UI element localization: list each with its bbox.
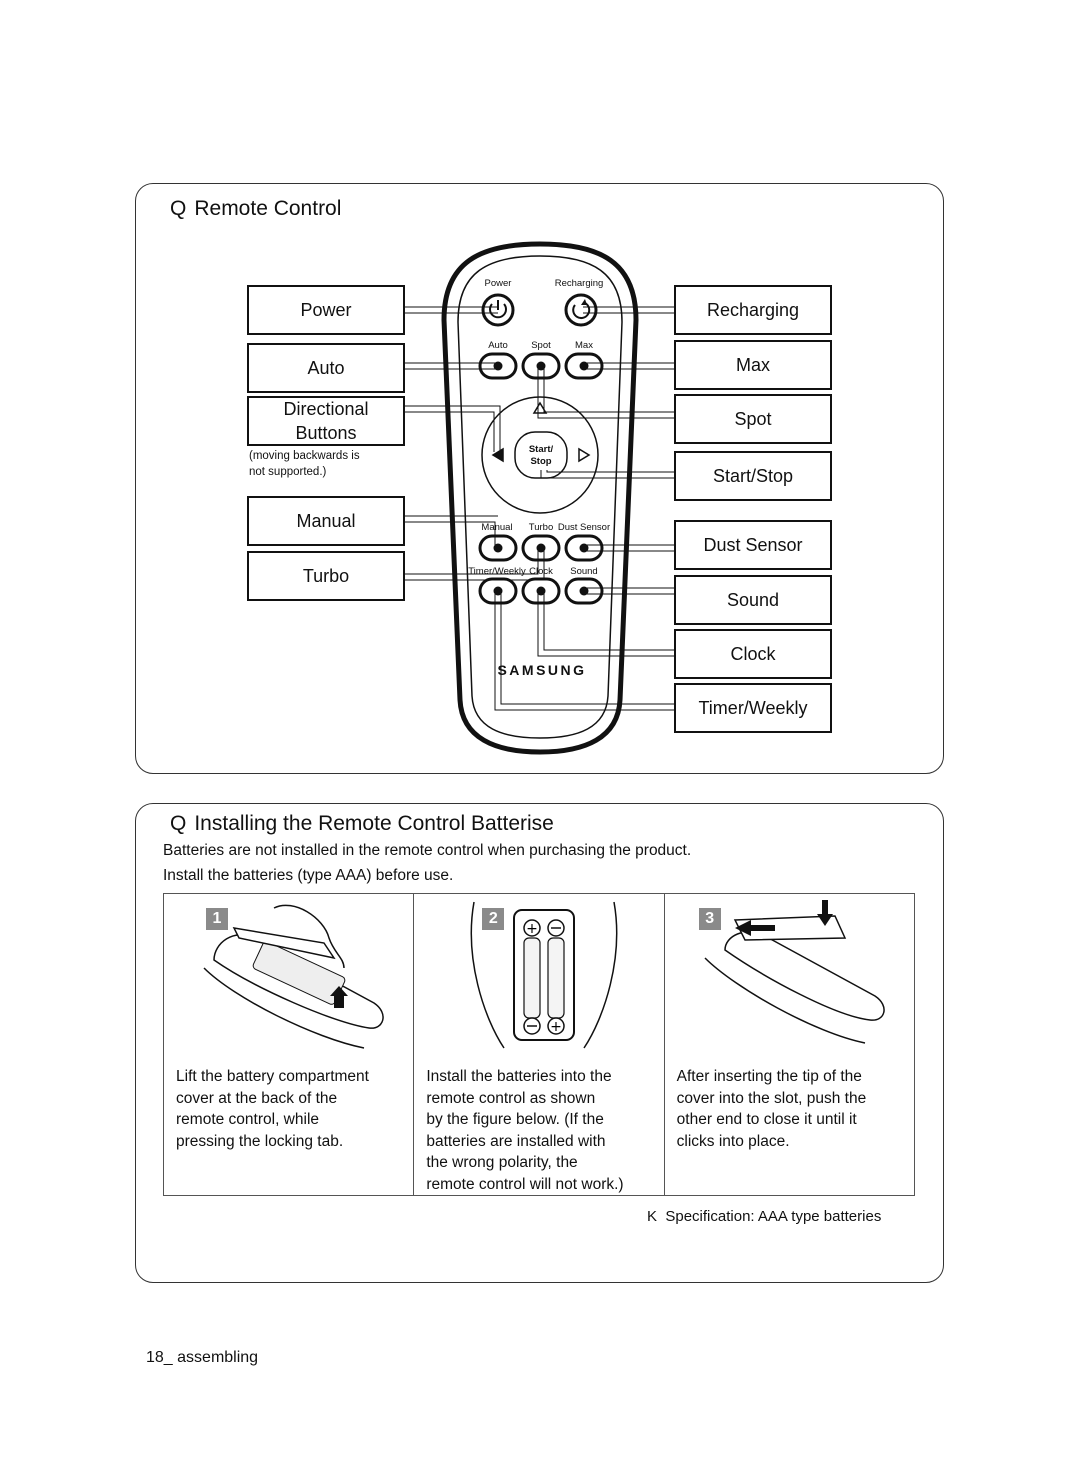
step-cell-2: 2 + + Install the batteries into the rem… <box>413 893 665 1196</box>
page-footer: 18_ assembling <box>146 1349 259 1366</box>
label-manual: Manual <box>247 496 405 546</box>
svg-text:+: + <box>526 921 538 937</box>
label-sound: Sound <box>674 575 832 625</box>
label-power: Power <box>247 285 405 335</box>
directional-note: (moving backwards is not supported.) <box>249 450 360 478</box>
step-2-illustration: + + <box>470 901 618 1049</box>
step-cell-1: 1 Lift the battery compartment cover at … <box>162 893 415 1196</box>
device-label-timer-weekly: Timer/Weekly <box>468 566 526 577</box>
label-auto: Auto <box>247 343 405 393</box>
device-label-clock: Clock <box>529 566 553 577</box>
device-label-spot: Spot <box>531 340 551 351</box>
label-dust-sensor: Dust Sensor <box>674 520 832 570</box>
device-label-max: Max <box>575 340 593 351</box>
label-start-stop: Start/Stop <box>674 451 832 501</box>
step-cell-3: 3 After inserting the tip of the cover i… <box>663 893 916 1196</box>
step-text-3: After inserting the tip of the cover int… <box>676 1068 867 1150</box>
device-label-start: Start/ <box>529 444 554 455</box>
device-label-stop: Stop <box>530 456 551 467</box>
arrow-left-icon <box>734 920 751 936</box>
label-turbo: Turbo <box>247 551 405 601</box>
label-timer-weekly: Timer/Weekly <box>674 683 832 733</box>
device-label-turbo: Turbo <box>529 522 553 533</box>
label-recharging: Recharging <box>674 285 832 335</box>
battery-steps-table: 1 Lift the battery compartment cover at … <box>162 893 916 1196</box>
recharging-button-icon <box>564 293 598 327</box>
samsung-logo: SAMSUNG <box>497 662 586 678</box>
label-spot: Spot <box>674 394 832 444</box>
step-text-1: Lift the battery compartment cover at th… <box>176 1068 369 1150</box>
device-label-power: Power <box>485 278 512 289</box>
step-number-2: 2 <box>482 908 505 930</box>
remote-illustration: Power Recharging Auto Spot Max Start/ St… <box>404 241 675 755</box>
battery-intro-line1: Batteries are not installed in the remot… <box>163 842 692 859</box>
step-text-2: Install the batteries into the remote co… <box>426 1068 624 1193</box>
device-label-auto: Auto <box>488 340 508 351</box>
arrow-down-icon <box>816 914 833 926</box>
step-1-illustration <box>203 904 384 1049</box>
device-label-recharging: Recharging <box>555 278 604 289</box>
battery-panel <box>135 803 944 1283</box>
device-label-sound: Sound <box>570 566 597 577</box>
device-label-dust-sensor: Dust Sensor <box>558 522 610 533</box>
label-max: Max <box>674 340 832 390</box>
label-clock: Clock <box>674 629 832 679</box>
battery-specification: K Specification: AAA type batteries <box>647 1208 882 1225</box>
step-number-1: 1 <box>206 908 228 930</box>
arrow-right-icon <box>578 447 591 463</box>
remote-body-inner <box>457 255 623 739</box>
svg-text:+: + <box>550 1019 562 1035</box>
device-label-manual: Manual <box>481 522 512 533</box>
plus-icon <box>523 919 542 937</box>
power-symbol-icon <box>489 303 507 319</box>
arrow-up-icon <box>532 401 548 414</box>
battery-intro-line2: Install the batteries (type AAA) before … <box>163 867 454 884</box>
step-number-3: 3 <box>698 908 721 930</box>
step-3-illustration <box>704 900 885 1044</box>
remote-control-panel <box>135 183 944 774</box>
label-directional-buttons: Directional Buttons <box>247 396 405 446</box>
